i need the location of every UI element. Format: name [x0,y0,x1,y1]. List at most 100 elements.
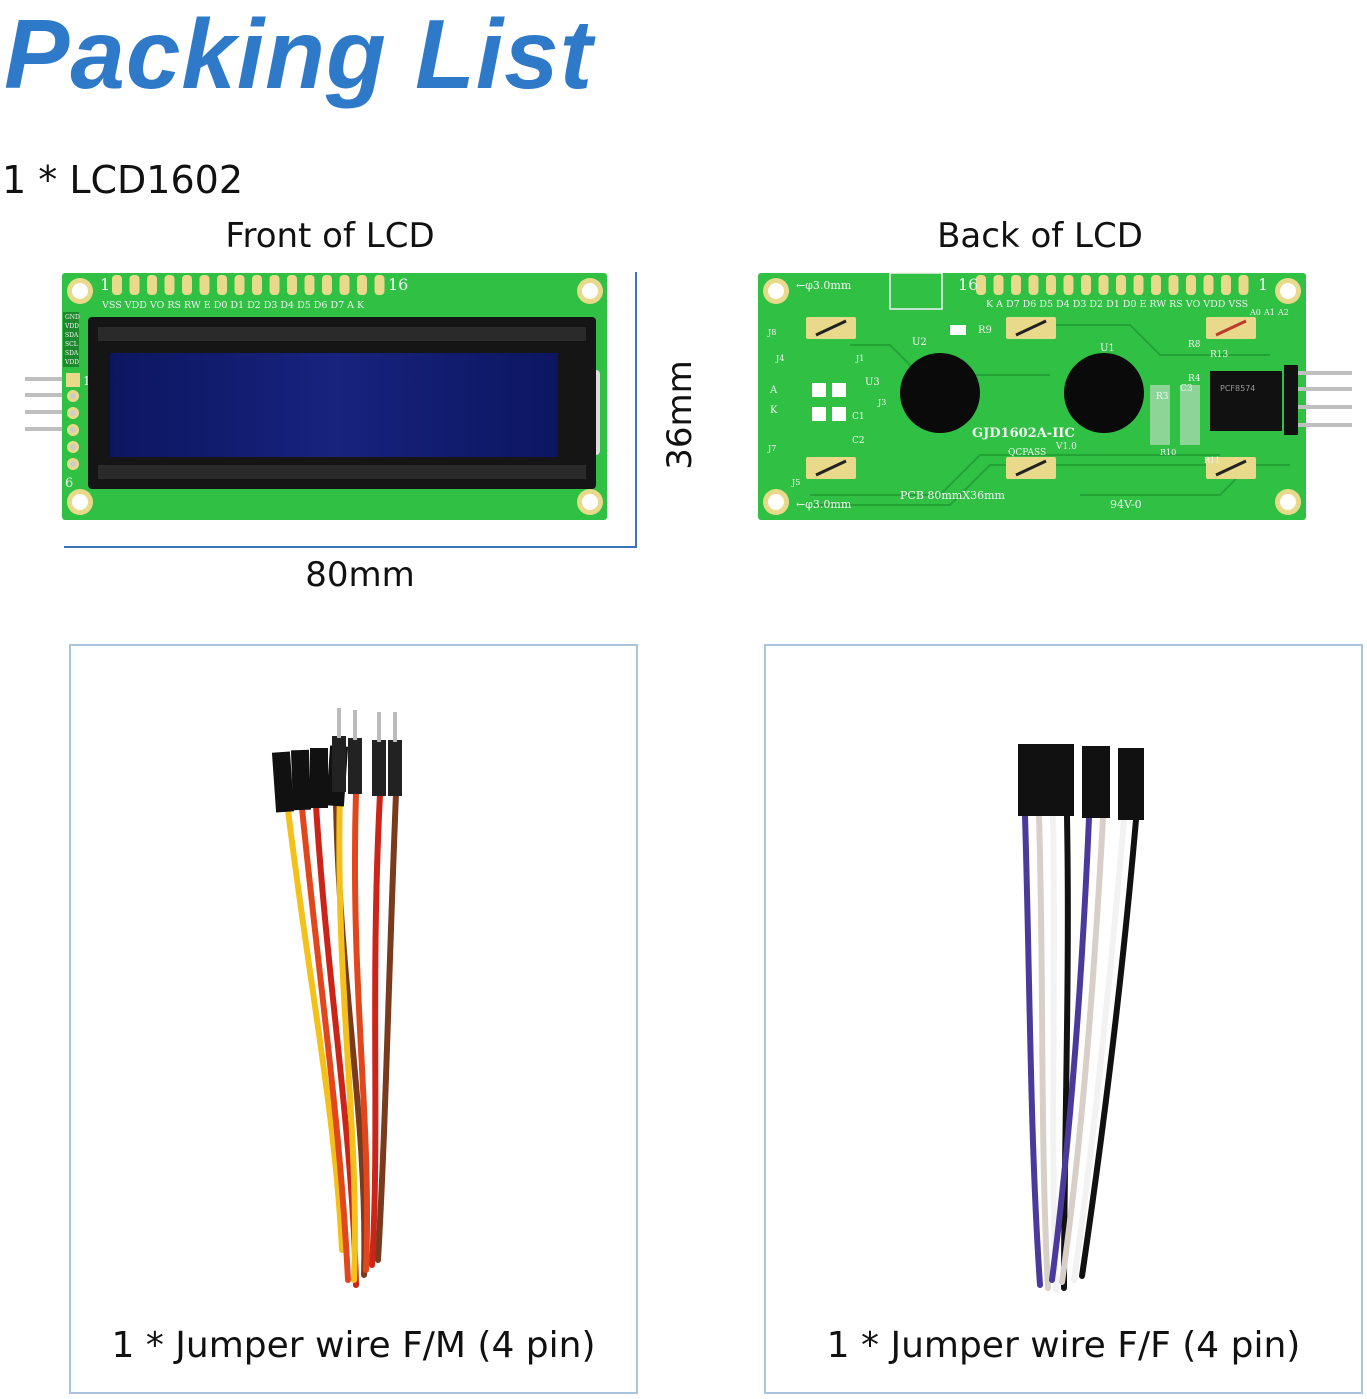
side-label-sda: SDA [65,332,79,339]
jumper-pads [806,317,1256,479]
jumper-wire-ff-image [1018,744,1144,1293]
pin-pad [357,275,367,295]
height-dimension-text: 36mm [660,360,700,470]
pin-pad [112,275,122,295]
pin-pad [269,275,280,295]
back-caption: Back of LCD [937,216,1143,256]
pin-last-number: 16 [388,275,408,294]
label-j3: J3 [877,398,886,407]
label-u2: U2 [912,337,927,348]
back-pin-last: 1 [1258,275,1268,294]
label-j4: J4 [775,354,784,363]
label-c1: C1 [852,412,865,422]
side-label-strip [63,312,79,367]
pin-pad [1098,275,1109,295]
label-j1: J1 [855,354,864,363]
pin-pad [339,275,350,295]
side-label-vdd-2: VDD [64,359,79,366]
lcd-back-image: ←φ3.0mm ←φ3.0mm 16 1 K A D7 D6 D5 D4 D3 … [758,272,1352,520]
mounting-holes-back [763,278,1301,515]
label-k: K [770,405,778,416]
pin-pad [147,275,157,295]
jumper-fm-box [69,644,638,1394]
fm-male-connectors [332,708,402,796]
pin-pad [129,275,140,295]
pin-pad [1063,275,1074,295]
version-label: V1.0 [1055,442,1077,452]
side-number-top: 1 [83,374,91,388]
pin-pad [322,275,332,295]
wire-strand [1071,817,1127,1283]
label-c3: C3 [1180,384,1193,394]
wire-strand [1059,815,1106,1285]
pin-pad [1081,275,1091,295]
side-number-bottom: 6 [65,476,73,491]
pin-pad [164,275,175,295]
dimension-lines [64,272,637,548]
back-header-pins [1284,365,1352,435]
label-u3: U3 [865,377,880,388]
back-pin-pads [976,275,1249,295]
width-dimension-label: 80mm [305,555,415,595]
mounting-holes [67,278,603,515]
pcb-traces [810,324,1290,506]
wire-strand [1061,813,1071,1291]
height-dimension-label: 36mm [650,360,710,470]
wire-strand [1079,817,1139,1279]
lcd-front-image: 1 16 VSS VDD VO RS RW E D0 D1 D2 D3 D4 D… [25,273,607,520]
pin-pad [1203,275,1214,295]
label-a2: A2 [1277,308,1289,317]
pin-pad [1011,275,1021,295]
hole-size-top: ←φ3.0mm [796,279,852,292]
pcf8574-chip [1210,371,1282,431]
pcb-board-back [758,273,1306,520]
front-caption: Front of LCD [225,216,435,256]
side-pin-pads [66,373,80,470]
pin-pad [182,275,192,295]
fm-wire-strands [285,787,399,1288]
label-a1: A1 [1263,308,1275,317]
pin-pad [1186,275,1196,295]
side-label-vdd: VDD [64,323,79,330]
pin-pad [1151,275,1161,295]
wire-strand [1049,815,1092,1283]
label-j8: J8 [767,328,776,337]
label-r9: R9 [978,325,992,336]
pin-labels: VSS VDD VO RS RW E D0 D1 D2 D3 D4 D5 D6 … [101,300,365,311]
pin-pad [199,275,210,295]
back-pin-labels: K A D7 D6 D5 D4 D3 D2 D1 D0 E RW RS VO V… [986,299,1248,310]
pcb-size-label: PCB 80mmX36mm [900,489,1006,502]
pin-pad [1116,275,1126,295]
pin-pad [1046,275,1056,295]
wire-strand [299,805,351,1283]
pin-pad [1221,275,1231,295]
label-a: A [769,385,778,396]
label-r4: R4 [1188,374,1201,384]
pin-pad [287,275,297,295]
hole-size-bottom: ←φ3.0mm [796,498,852,511]
label-a0: A0 [1249,308,1261,317]
pin-pad [976,275,986,295]
epoxy-blob-u2 [900,353,980,433]
label-r13: R13 [1210,350,1229,360]
wire-strand [375,791,399,1263]
wire-strand [351,789,371,1273]
wire-strand [369,791,383,1268]
label-u1: U1 [1100,343,1115,354]
wire-strand [1050,813,1059,1293]
chip-label: PCF8574 [1220,384,1255,393]
pin-pad [217,275,227,295]
ff-wire-strands [1022,813,1139,1293]
label-j5: J5 [791,478,800,487]
side-label-gnd: GND [65,314,80,321]
jumper-ff-caption: 1 * Jumper wire F/F (4 pin) [826,1325,1301,1366]
pin-first-number: 1 [100,275,110,294]
pin-pad [304,275,315,295]
label-r8: R8 [1188,340,1201,350]
label-j7: J7 [767,444,776,453]
side-label-sda-2: SDA [65,350,79,357]
pin-pad [1028,275,1039,295]
pin-pad [234,275,245,295]
label-r3: R3 [1156,392,1169,402]
pin-pad [1168,275,1179,295]
